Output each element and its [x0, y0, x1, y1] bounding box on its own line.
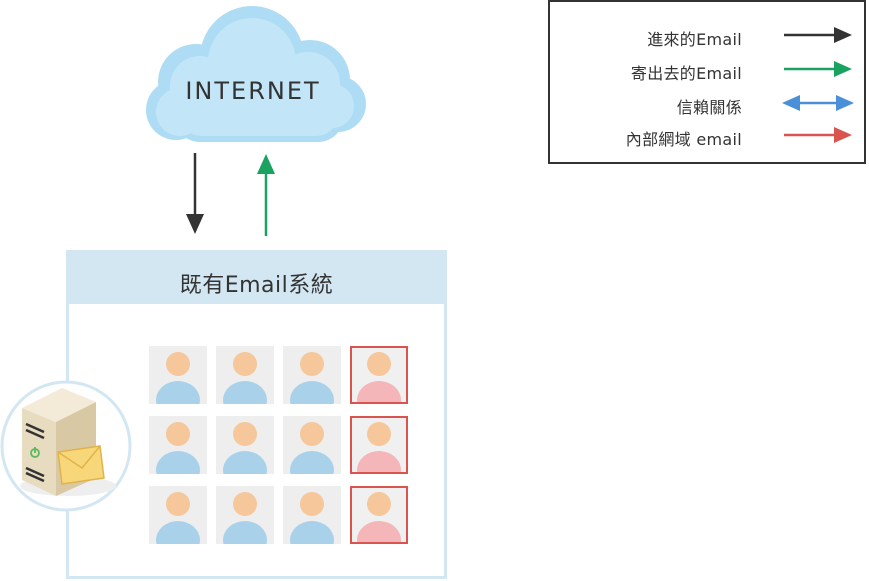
power-icon — [30, 447, 40, 458]
legend-item-outgoing: 寄出去的Email — [550, 56, 864, 83]
user-avatar-icon — [357, 492, 401, 542]
user-avatar-icon — [357, 422, 401, 472]
envelope-icon — [57, 445, 105, 485]
user-avatar-icon — [223, 422, 267, 474]
user-avatar-icon — [290, 422, 334, 474]
incoming-email-arrow — [186, 153, 204, 234]
arrow-right-icon — [784, 61, 852, 77]
user-avatar-icon — [156, 492, 200, 544]
arrow-both-icon — [782, 95, 854, 111]
legend-label: 內部網域 email — [625, 130, 742, 149]
flow-arrows — [186, 153, 275, 236]
legend-item-incoming: 進來的Email — [550, 22, 864, 49]
arrow-right-icon — [784, 127, 852, 143]
internet-cloud — [140, 0, 370, 150]
cloud-label: INTERNET — [185, 77, 321, 105]
user-tile — [216, 486, 274, 544]
cloud-icon — [146, 6, 366, 142]
user-avatar-icon — [223, 352, 267, 404]
user-tile — [283, 346, 341, 404]
legend-item-trust: 信賴關係 — [550, 90, 864, 117]
legend-label: 信賴關係 — [676, 98, 742, 117]
arrow-right-icon — [784, 27, 852, 43]
user-avatar-icon — [290, 492, 334, 544]
user-avatar-icon — [223, 492, 267, 544]
user-avatar-icon — [357, 352, 401, 402]
system-header: 既有Email系統 — [69, 253, 444, 304]
legend-label: 進來的Email — [647, 30, 742, 49]
internal-user-tile — [350, 346, 408, 404]
user-tile — [283, 486, 341, 544]
system-title: 既有Email系統 — [179, 273, 334, 298]
legend-item-internal: 內部網域 email — [550, 122, 864, 149]
legend: 進來的Email 寄出去的Email 信賴關係 內部網域 email — [548, 0, 866, 164]
user-tile — [149, 346, 207, 404]
server-icon — [0, 380, 132, 512]
user-avatar-icon — [156, 352, 200, 404]
existing-email-system: 既有Email系統 — [66, 250, 447, 579]
user-tile — [149, 486, 207, 544]
user-tile — [283, 416, 341, 474]
internal-user-tile — [350, 416, 408, 474]
mail-server — [0, 380, 134, 514]
user-avatar-icon — [290, 352, 334, 404]
user-tile — [216, 346, 274, 404]
legend-label: 寄出去的Email — [630, 64, 742, 83]
user-tile — [149, 416, 207, 474]
outgoing-email-arrow — [257, 154, 275, 236]
user-avatar-icon — [156, 422, 200, 474]
internal-user-tile — [350, 486, 408, 544]
user-tile — [216, 416, 274, 474]
